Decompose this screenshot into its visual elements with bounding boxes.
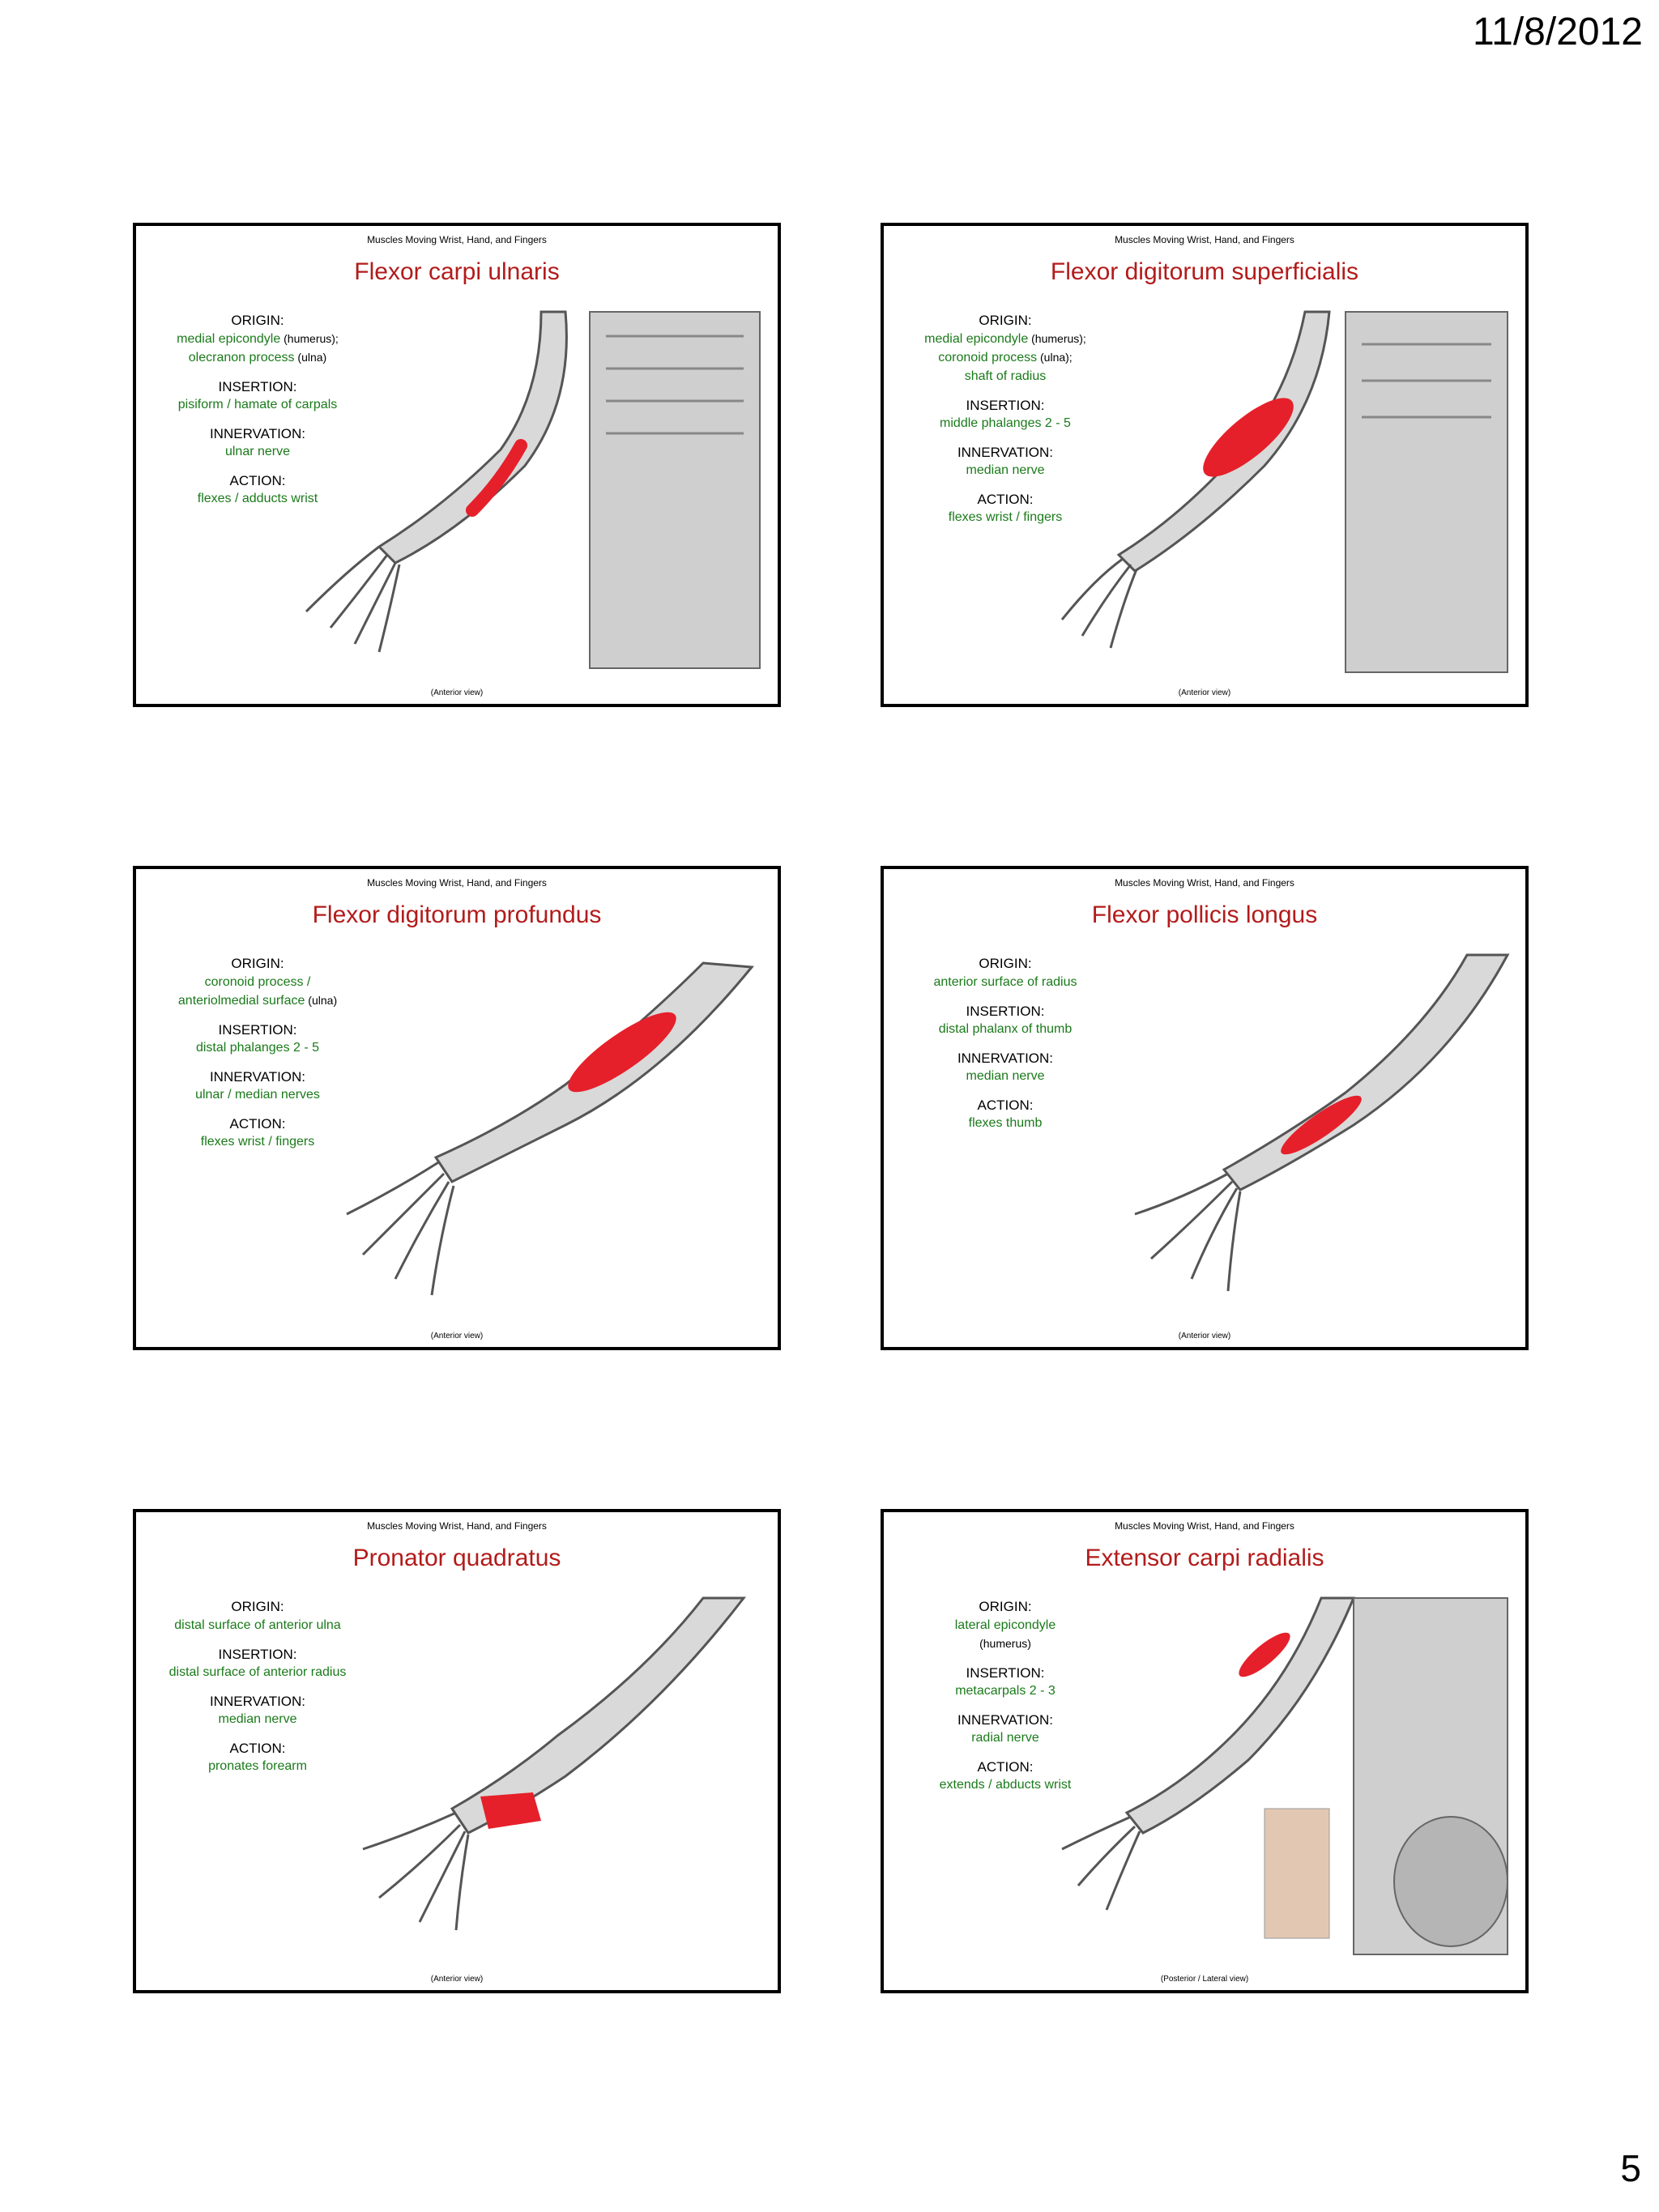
origin-value: coronoid process / — [204, 975, 311, 989]
view-caption: (Posterior / Lateral view) — [1160, 1975, 1249, 1984]
insertion-value: pisiform / hamate of carpals — [177, 398, 338, 411]
slide-title: Flexor digitorum profundus — [312, 901, 602, 928]
insertion-value: middle phalanges 2 - 5 — [940, 416, 1071, 430]
innervation-value: median nerve — [966, 1069, 1045, 1083]
action-label: ACTION: — [977, 1097, 1034, 1113]
slide-header: Muscles Moving Wrist, Hand, and Fingers — [367, 877, 547, 889]
slide-header: Muscles Moving Wrist, Hand, and Fingers — [367, 1520, 547, 1532]
view-caption: (Anterior view) — [430, 1975, 484, 1984]
origin-value: olecranon process (ulna) — [188, 351, 327, 364]
origin-value: anteriolmedial surface (ulna) — [177, 994, 338, 1008]
insertion-value: distal phalanx of thumb — [938, 1022, 1073, 1036]
action-value: extends / abducts wrist — [939, 1778, 1072, 1792]
innervation-label: INNERVATION: — [957, 445, 1054, 460]
action-label: ACTION: — [977, 1759, 1034, 1775]
slide-header: Muscles Moving Wrist, Hand, and Fingers — [1115, 1520, 1294, 1532]
slide-title: Extensor carpi radialis — [1085, 1545, 1324, 1571]
insertion-label: INSERTION: — [218, 379, 297, 394]
slide-title: Flexor carpi ulnaris — [354, 258, 560, 285]
innervation-label: INNERVATION: — [209, 1694, 306, 1709]
action-label: ACTION: — [229, 1741, 286, 1756]
slide-flexor-carpi-ulnaris: Muscles Moving Wrist, Hand, and Fingers … — [133, 223, 781, 707]
innervation-value: median nerve — [218, 1712, 297, 1726]
origin-value: lateral epicondyle — [954, 1618, 1056, 1632]
page-number: 5 — [1620, 2147, 1641, 2189]
anatomy-illustration — [362, 1596, 747, 1931]
muscle-info: ORIGIN: coronoid process / anteriolmedia… — [152, 955, 363, 1151]
slide-extensor-carpi-radialis: Muscles Moving Wrist, Hand, and Fingers … — [881, 1509, 1529, 1993]
anatomy-illustration — [346, 961, 754, 1296]
slide-flexor-digitorum-superficialis: Muscles Moving Wrist, Hand, and Fingers … — [881, 223, 1529, 707]
origin-value: anterior surface of radius — [933, 975, 1077, 989]
insertion-label: INSERTION: — [218, 1647, 297, 1662]
anatomy-illustration — [1134, 953, 1510, 1292]
insertion-label: INSERTION: — [966, 398, 1045, 413]
anatomy-illustration — [1061, 1596, 1508, 1955]
slide-header: Muscles Moving Wrist, Hand, and Fingers — [1115, 234, 1294, 245]
slide-title: Flexor pollicis longus — [1091, 901, 1318, 928]
action-value: flexes / adducts wrist — [197, 492, 318, 505]
origin-label: ORIGIN: — [231, 956, 284, 971]
origin-value: distal surface of anterior ulna — [174, 1618, 341, 1632]
insertion-label: INSERTION: — [966, 1665, 1045, 1681]
slide-flexor-digitorum-profundus: Muscles Moving Wrist, Hand, and Fingers … — [133, 866, 781, 1350]
slide-flexor-pollicis-longus: Muscles Moving Wrist, Hand, and Fingers … — [881, 866, 1529, 1350]
origin-label: ORIGIN: — [979, 956, 1032, 971]
insertion-value: metacarpals 2 - 3 — [955, 1684, 1056, 1698]
anatomy-illustration — [305, 310, 761, 669]
origin-label: ORIGIN: — [231, 313, 284, 328]
action-label: ACTION: — [977, 492, 1034, 507]
innervation-value: radial nerve — [971, 1731, 1039, 1745]
view-caption: (Anterior view) — [1178, 1332, 1231, 1340]
origin-label: ORIGIN: — [979, 1599, 1032, 1614]
origin-value: coronoid process (ulna); — [938, 351, 1073, 364]
slide-title: Flexor digitorum superficialis — [1050, 258, 1359, 285]
view-caption: (Anterior view) — [430, 1332, 484, 1340]
innervation-label: INNERVATION: — [209, 1069, 306, 1085]
action-value: flexes wrist / fingers — [200, 1135, 315, 1149]
date: 11/8/2012 — [1473, 11, 1643, 53]
origin-value: (humerus) — [979, 1637, 1031, 1650]
innervation-value: ulnar / median nerves — [195, 1088, 320, 1102]
action-label: ACTION: — [229, 473, 286, 488]
action-label: ACTION: — [229, 1116, 286, 1132]
slide-header: Muscles Moving Wrist, Hand, and Fingers — [1115, 877, 1294, 889]
innervation-label: INNERVATION: — [957, 1051, 1054, 1066]
view-caption: (Anterior view) — [430, 688, 484, 697]
origin-value: shaft of radius — [964, 369, 1047, 383]
origin-label: ORIGIN: — [979, 313, 1032, 328]
action-value: flexes thumb — [968, 1116, 1043, 1130]
slide-pronator-quadratus: Muscles Moving Wrist, Hand, and Fingers … — [133, 1509, 781, 1993]
muscle-info: ORIGIN: anterior surface of radius INSER… — [900, 955, 1111, 1132]
anatomy-illustration — [1060, 310, 1508, 673]
action-value: pronates forearm — [208, 1759, 307, 1773]
view-caption: (Anterior view) — [1178, 688, 1231, 697]
action-value: flexes wrist / fingers — [948, 510, 1063, 524]
innervation-label: INNERVATION: — [209, 426, 306, 441]
slide-header: Muscles Moving Wrist, Hand, and Fingers — [367, 234, 547, 245]
innervation-label: INNERVATION: — [957, 1712, 1054, 1728]
muscle-info: ORIGIN: medial epicondyle (humerus); cor… — [900, 312, 1111, 526]
insertion-value: distal surface of anterior radius — [168, 1665, 347, 1679]
innervation-value: median nerve — [966, 463, 1045, 477]
origin-label: ORIGIN: — [231, 1599, 284, 1614]
insertion-label: INSERTION: — [966, 1004, 1045, 1019]
insertion-label: INSERTION: — [218, 1022, 297, 1038]
muscle-info: ORIGIN: distal surface of anterior ulna … — [152, 1598, 363, 1775]
innervation-value: ulnar nerve — [224, 445, 291, 458]
muscle-info: ORIGIN: medial epicondyle (humerus); ole… — [152, 312, 363, 508]
muscle-info: ORIGIN: lateral epicondyle (humerus) INS… — [900, 1598, 1111, 1794]
origin-value: medial epicondyle (humerus); — [924, 332, 1086, 346]
origin-value: medial epicondyle (humerus); — [177, 332, 339, 346]
slide-title: Pronator quadratus — [352, 1545, 561, 1571]
insertion-value: distal phalanges 2 - 5 — [195, 1041, 320, 1055]
